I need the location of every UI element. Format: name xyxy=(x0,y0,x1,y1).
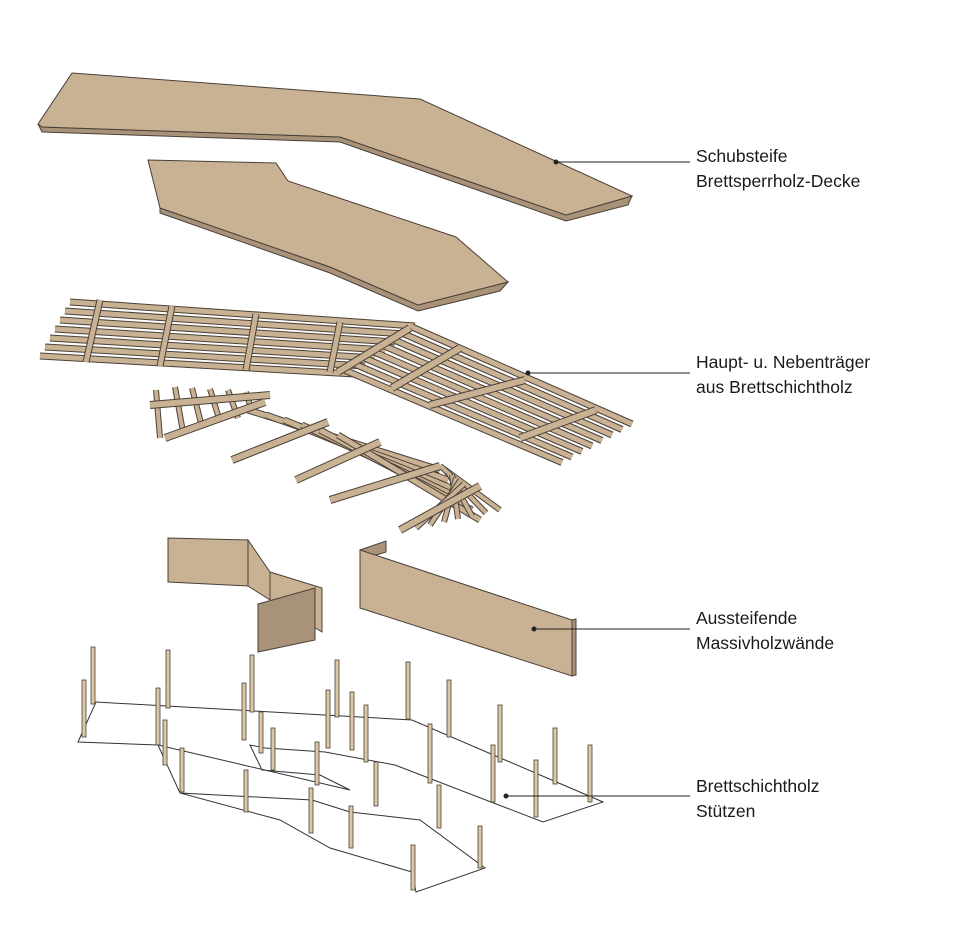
column xyxy=(497,704,503,763)
column xyxy=(477,825,483,869)
beam xyxy=(44,344,366,369)
column xyxy=(325,689,331,749)
label-line: Haupt- u. Nebenträger xyxy=(696,352,871,372)
beam xyxy=(410,324,634,427)
leader-dot xyxy=(503,793,509,799)
upper-slab xyxy=(37,72,634,216)
column xyxy=(162,719,168,766)
beam xyxy=(69,299,416,329)
leader-dot xyxy=(531,626,537,632)
lower-slab xyxy=(147,159,510,306)
beam xyxy=(149,392,271,408)
column xyxy=(405,661,411,720)
label-line: Brettsperrholz-Decke xyxy=(696,171,861,191)
left-wall-a xyxy=(167,537,249,587)
beam xyxy=(190,387,204,428)
beam xyxy=(294,439,382,483)
beam xyxy=(64,308,406,337)
beam xyxy=(54,326,386,353)
column xyxy=(427,723,433,784)
beam xyxy=(173,386,185,433)
beam xyxy=(163,399,267,441)
label-line: Massivholzwände xyxy=(696,633,835,653)
beam xyxy=(243,313,259,371)
clt-walls xyxy=(167,537,577,677)
beam xyxy=(329,463,441,503)
floor-outline xyxy=(77,701,605,893)
floor-outline-lower xyxy=(157,744,487,893)
beam xyxy=(83,299,103,363)
label-line: aus Brettschichtholz xyxy=(696,377,853,397)
right-wall-edge xyxy=(571,618,577,677)
column xyxy=(533,759,539,818)
column xyxy=(241,682,247,741)
glulam-columns xyxy=(81,646,593,891)
beam xyxy=(157,305,175,367)
beam xyxy=(398,483,482,533)
left-wall-b xyxy=(247,538,271,601)
column xyxy=(308,787,314,834)
column xyxy=(410,844,416,891)
label-walls: Aussteifende Massivholzwände xyxy=(696,606,834,656)
column xyxy=(314,741,320,786)
leader-dot xyxy=(553,159,559,165)
beam xyxy=(361,354,583,454)
column xyxy=(270,727,276,771)
label-slab: Schubsteife Brettsperrholz-Decke xyxy=(696,144,860,194)
beam xyxy=(351,360,573,460)
column xyxy=(243,769,249,813)
label-line: Stützen xyxy=(696,801,756,821)
beam xyxy=(327,321,343,373)
floor-outline-upper xyxy=(77,701,605,823)
column xyxy=(490,744,496,803)
leader-dot xyxy=(525,370,531,376)
beam xyxy=(429,377,526,408)
column xyxy=(348,805,354,849)
label-columns: Brettschichtholz Stützen xyxy=(696,774,820,824)
beam xyxy=(154,389,162,439)
glulam-beams xyxy=(39,298,634,534)
label-beams: Haupt- u. Nebenträger aus Brettschichtho… xyxy=(696,350,870,400)
left-wall-panel xyxy=(257,587,316,653)
column xyxy=(81,679,87,738)
column xyxy=(552,727,558,785)
clt-slabs xyxy=(37,72,634,312)
column xyxy=(249,654,255,713)
column xyxy=(90,646,96,705)
beam xyxy=(230,419,330,463)
beam xyxy=(390,345,462,391)
leader-lines xyxy=(503,159,690,799)
column xyxy=(373,761,379,807)
beam xyxy=(49,335,376,361)
beam xyxy=(39,353,356,377)
beam xyxy=(518,407,598,441)
column xyxy=(363,704,369,763)
column xyxy=(155,687,161,746)
column xyxy=(349,691,355,751)
column xyxy=(446,679,452,738)
column xyxy=(179,747,185,793)
column xyxy=(258,711,264,754)
beam xyxy=(341,366,563,465)
label-line: Brettschichtholz xyxy=(696,776,820,796)
label-line: Schubsteife xyxy=(696,146,788,166)
column xyxy=(165,649,171,709)
label-line: Aussteifende xyxy=(696,608,798,628)
beam xyxy=(336,325,412,375)
right-wall xyxy=(359,549,573,677)
column xyxy=(587,744,593,803)
column xyxy=(436,784,442,829)
beam xyxy=(371,348,593,449)
column xyxy=(334,659,340,718)
